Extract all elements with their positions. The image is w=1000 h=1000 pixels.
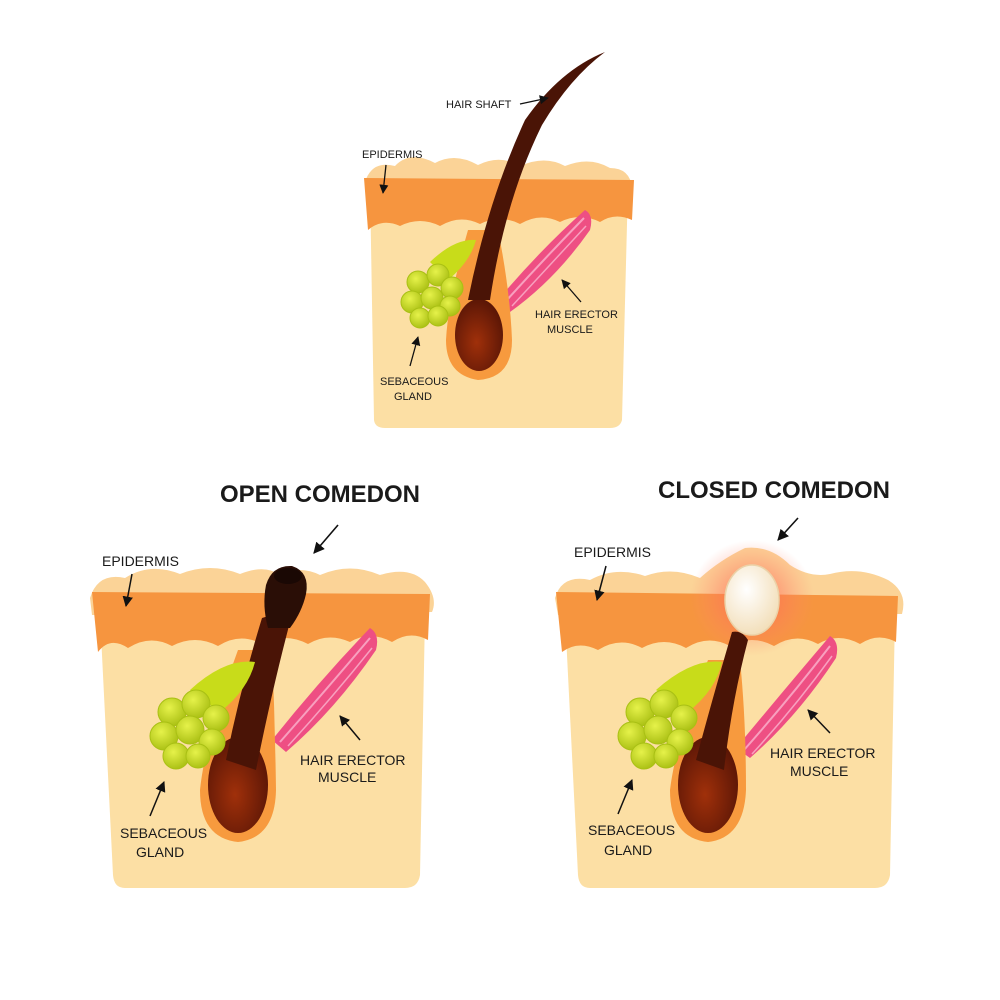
whitehead-plug <box>724 564 780 636</box>
sebaceous-gland <box>149 689 230 770</box>
title-closed-comedon: CLOSED COMEDON <box>658 477 890 504</box>
hair-bulb <box>455 299 503 371</box>
label-muscle-2: MUSCLE <box>790 763 848 779</box>
open-comedon-panel: OPEN COMEDON EPIDERMIS HAIR ERECTOR MUSC… <box>90 481 434 888</box>
sebaceous-gland <box>617 689 698 770</box>
label-epidermis: EPIDERMIS <box>362 149 423 161</box>
label-gland-2: GLAND <box>136 844 184 860</box>
label-gland-1: SEBACEOUS <box>120 825 207 841</box>
label-epidermis: EPIDERMIS <box>574 544 651 560</box>
label-muscle-2: MUSCLE <box>318 769 376 785</box>
hair-erector-muscle <box>736 636 838 758</box>
label-hair-shaft: HAIR SHAFT <box>446 99 512 111</box>
normal-follicle-panel: HAIR SHAFT EPIDERMIS HAIR ERECTOR MUSCLE… <box>362 52 634 428</box>
label-gland-1: SEBACEOUS <box>588 822 675 838</box>
label-muscle-2: MUSCLE <box>547 324 593 336</box>
title-open-comedon: OPEN COMEDON <box>220 481 420 508</box>
hair-shaft <box>226 615 290 770</box>
label-muscle-1: HAIR ERECTOR <box>300 752 406 768</box>
hair-shaft <box>468 52 605 300</box>
label-gland-2: GLAND <box>604 842 652 858</box>
label-gland-1: SEBACEOUS <box>380 376 448 388</box>
sebaceous-gland <box>400 263 464 329</box>
label-epidermis: EPIDERMIS <box>102 553 179 569</box>
hair-shaft <box>696 631 748 770</box>
label-muscle-1: HAIR ERECTOR <box>535 309 618 321</box>
label-muscle-1: HAIR ERECTOR <box>770 745 876 761</box>
closed-comedon-panel: CLOSED COMEDON EPIDERMIS HAIR ERECTOR MU… <box>555 477 904 888</box>
label-gland-2: GLAND <box>394 391 432 403</box>
